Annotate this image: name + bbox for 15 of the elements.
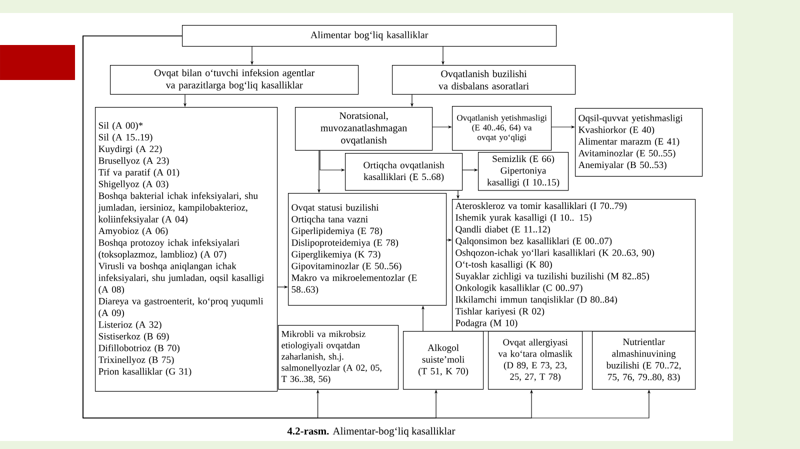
figure-caption: 4.2-rasm. Alimentar-bog‘liq kasalliklar [287,427,456,437]
process-box: Mikrobli va mikrobsiz etiologiyali ovqatdan zaharlanish, sh.j. salmonellyozlar (A 02, 05, T 36..38, 56) [278,325,399,390]
disease-list-box: Ovqat statusi buzilishi Ortiqcha tana vazni Giperlipidemiya (E 78) Dislipoproteidemiya (E 78) Giperglikemiya (K 73) Gipovitaminozlar (E 50..56) Makro va mikroelementozlar (E 58..63) [288,193,447,306]
process-box: Ovqat allergiyasi va ko‘tara olmaslik (D 89, E 73, 23, 25, 27, T 78) [488,331,583,390]
process-box: Noratsional, muvozanatlashmagan ovqatlanish [295,107,433,151]
process-box: Nutrientlar almashinuvining buzilishi (E 70..72, 75, 76, 79..80, 83) [592,331,696,390]
process-box: Semizlik (E 66) Gipertoniya kasalligi (I 10..15) [478,152,569,191]
category-box: Ovqatlanish buzilishi va disbalans asoratlari [392,65,576,95]
title-box: Alimentar bog‘liq kasalliklar [182,25,557,47]
process-box: Ovqatlanish yetishmasligi (E 40..46, 64) va ovqat yo‘qligi [452,106,552,151]
disease-list-box: Oqsil-quvvat yetishmasligi Kvashiorkor (E 40) Alimentar marazm (E 41) Avitaminozlar (E 50..55) Anemiyalar (B 50..53) [575,108,703,177]
disease-list-box: Sil (A 00)* Sil (A 15..19) Kuydirgi (A 22) Brusellyoz (A 23) Tif va paratif (A 01) Shigellyoz (A 03) Boshqa bakterial ichak infeksiyalari, shu jumladan, iersinioz, kampilobakterioz, koliinfeksiyalar (A 04) Amyobioz (A 06) Boshqa protozoy ichak infeksiyalari (toksoplazmoz, lamblioz) (A 07) Virusli va boshqa aniqlangan ichak infeksiyalari, shu jumladan, oqsil kasalligi (A 08) Diareya va gastroenterit, ko‘proq yuqumli (A 09) Listerioz (A 32) Sistiserkoz (B 69) Difillobotrioz (B 70) Trixinellyoz (B 75) Prion kasalliklar (G 31) [95,107,278,392]
category-box: Ovqat bilan o‘tuvchi infeksion agentlar va parazitlarga bog‘liq kasalliklar [110,65,359,95]
process-box: Alkogol suiste’moli (T 51, K 70) [403,331,484,390]
process-box: Ortiqcha ovqatlanish kasalliklari (E 5..68) [345,153,463,191]
